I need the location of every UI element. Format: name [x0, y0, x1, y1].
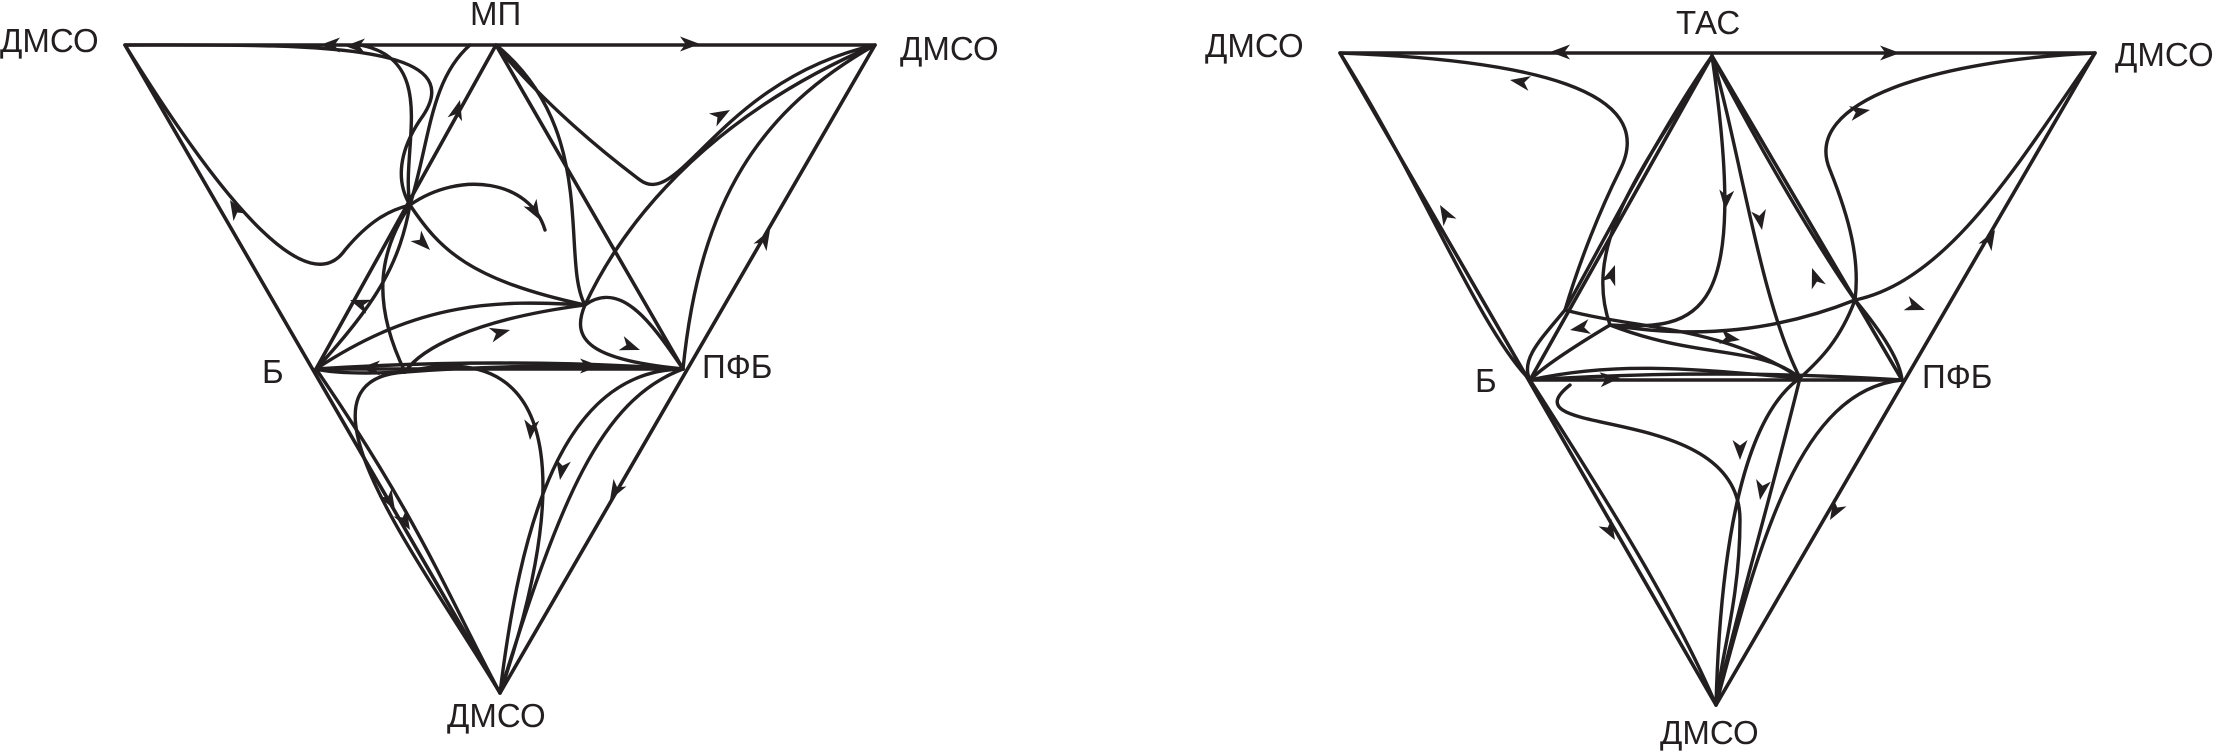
left-separatrix [494, 43, 877, 187]
left-separatrix [403, 364, 685, 374]
label-top-left: ДМСО [1205, 27, 1304, 64]
label-top-right: ДМСО [900, 30, 999, 67]
diagram-left: ДМСО МП ДМСО Б ПФБ ДМСО [0, 0, 999, 734]
left-separatrix [578, 303, 685, 371]
left-separatrix [358, 43, 414, 207]
flow-arrow [488, 322, 512, 343]
label-right: ПФБ [1922, 358, 1992, 395]
right-separatrix [1338, 51, 1629, 312]
right-separatrix [1525, 308, 1567, 382]
left-labels: ДМСО МП ДМСО Б ПФБ ДМСО [0, 0, 999, 734]
right-separatrix [1710, 54, 1802, 380]
right-separatrices [1338, 51, 2097, 707]
right-separatrix [1608, 54, 1727, 328]
right-separatrix [1853, 298, 1904, 382]
right-separatrix [1608, 323, 1802, 380]
left-separatrix [314, 301, 587, 371]
left-separatrix [494, 43, 587, 307]
label-top-center: МП [470, 0, 521, 32]
left-separatrix [583, 43, 877, 307]
label-left: Б [1475, 362, 1497, 399]
left-separatrix [498, 367, 685, 695]
label-bottom: ДМСО [447, 697, 546, 734]
left-separatrix [123, 43, 434, 207]
flow-arrow [1568, 319, 1591, 338]
left-separatrix [583, 295, 685, 371]
right-separatrix [1714, 376, 1802, 707]
right-separatrix [1528, 372, 1904, 382]
label-right: ПФБ [702, 348, 772, 385]
right-separatrix [1714, 376, 1802, 707]
left-separatrix [381, 203, 412, 374]
label-top-left: ДМСО [0, 22, 99, 59]
right-separatrix [1555, 383, 1742, 707]
label-top-right: ДМСО [2115, 36, 2214, 73]
right-separatrix [1528, 378, 1718, 707]
label-top-center: ТАС [1676, 4, 1740, 41]
left-separatrix [498, 367, 685, 695]
right-inner-triangle [1528, 54, 1904, 382]
flow-arrow [1508, 72, 1531, 91]
right-separatrix [1528, 366, 1802, 382]
right-separatrix [1710, 54, 1857, 302]
right-separatrix [1338, 51, 1532, 382]
flow-arrow [1732, 440, 1748, 460]
label-left: Б [262, 353, 284, 390]
flow-arrow [618, 336, 643, 358]
right-labels: ДМСО ТАС ДМСО Б ПФБ ДМСО [1205, 4, 2214, 751]
right-separatrix [1608, 298, 1857, 334]
right-separatrix [1528, 323, 1612, 382]
left-separatrix [408, 43, 472, 207]
right-separatrix [1824, 51, 2097, 302]
right-separatrix [1798, 298, 1857, 380]
left-separatrices [123, 43, 877, 695]
right-separatrix [1714, 378, 1904, 707]
flow-arrow [1804, 265, 1826, 290]
left-separatrix [314, 367, 502, 695]
diagram-right: ДМСО ТАС ДМСО Б ПФБ ДМСО [1205, 4, 2214, 751]
label-bottom: ДМСО [1660, 714, 1759, 751]
left-separatrix [408, 203, 587, 307]
flow-arrow [1903, 296, 1928, 318]
right-separatrix [1601, 54, 1714, 327]
left-separatrix [123, 43, 412, 266]
left-separatrix [681, 43, 877, 371]
left-separatrix [353, 370, 502, 695]
left-outer-triangle [123, 43, 877, 695]
right-separatrix [1853, 51, 2097, 302]
left-separatrix [403, 303, 587, 374]
left-arrows [223, 36, 777, 534]
